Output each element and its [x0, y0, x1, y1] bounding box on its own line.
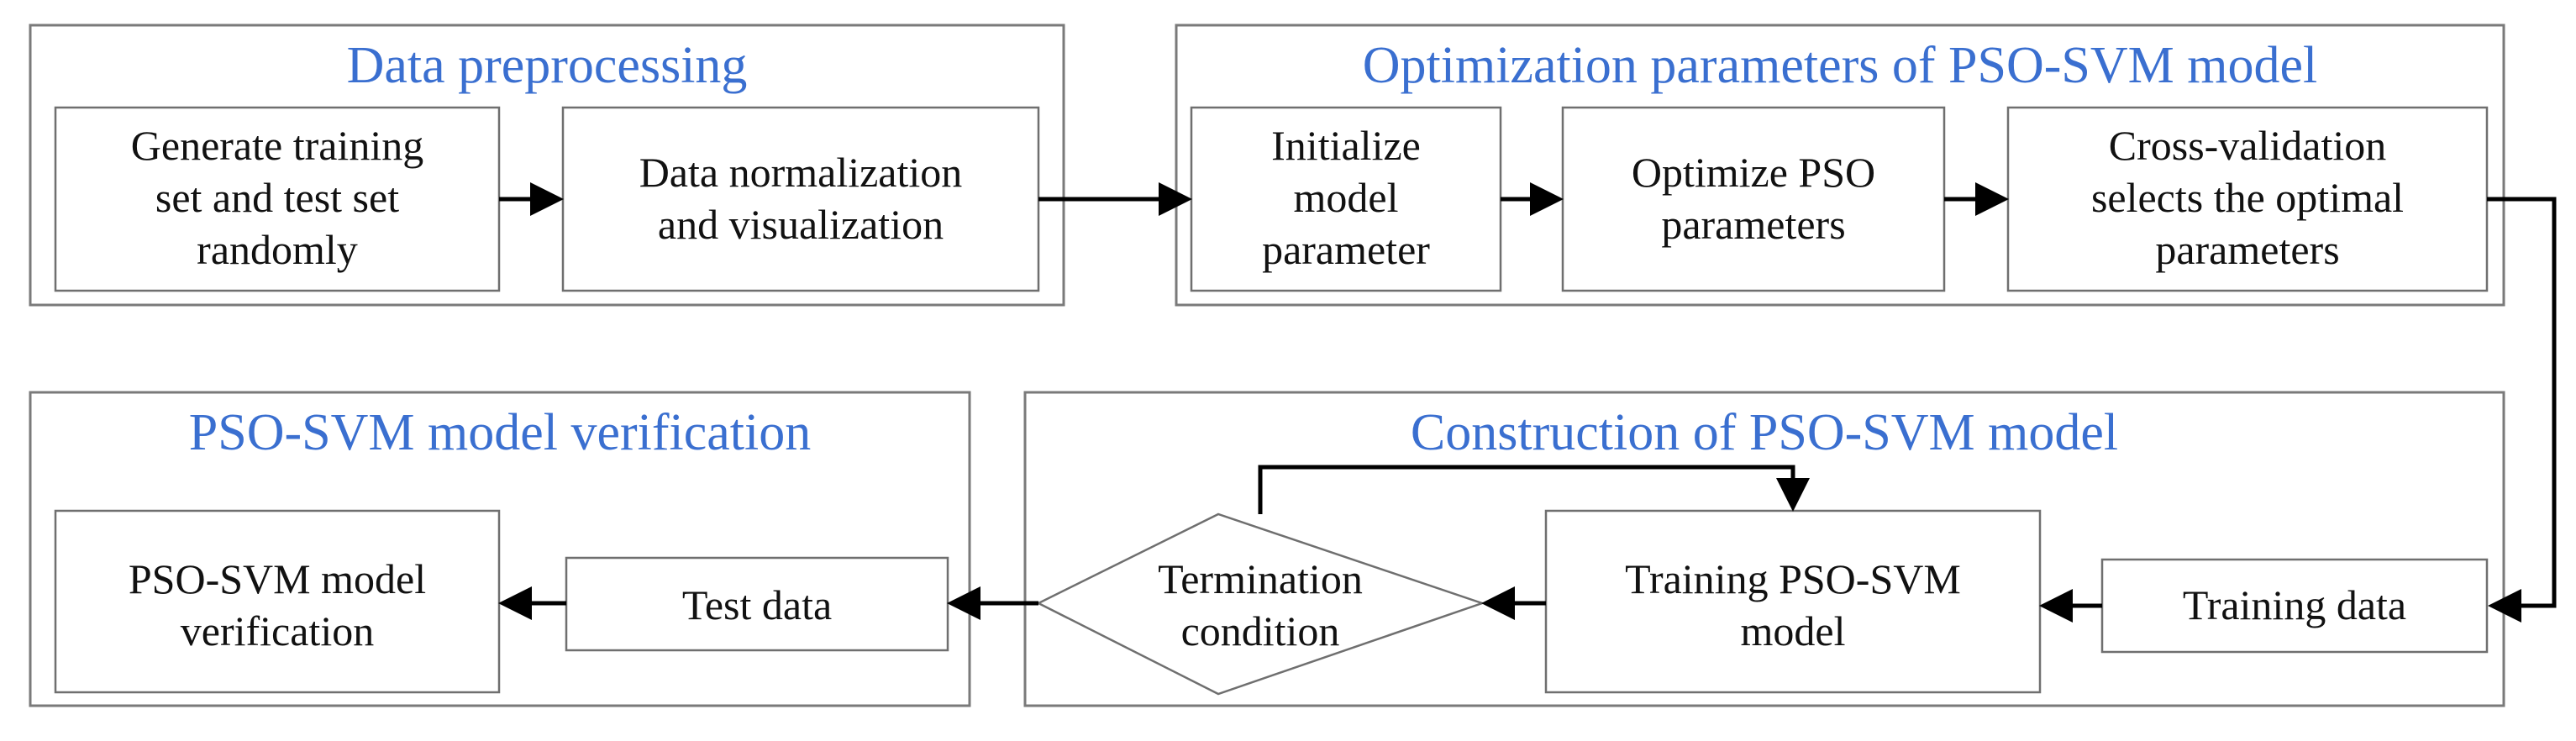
- edge-termination-loop-to-model: [1258, 465, 1810, 514]
- node-initialize-line-2: model: [1294, 174, 1399, 221]
- node-generate-sets-line-3: randomly: [197, 226, 358, 273]
- node-training-model-line-2: model: [1741, 607, 1846, 654]
- node-verification-line-1: PSO-SVM model: [129, 555, 426, 602]
- group-optimization-title: Optimization parameters of PSO-SVM model: [1363, 37, 2318, 94]
- node-optimize-pso-line-1: Optimize PSO: [1632, 149, 1875, 196]
- node-cross-validation: [2006, 106, 2489, 292]
- node-generate-sets-line-1: Generate training: [131, 122, 423, 169]
- node-normalization: [561, 106, 1040, 292]
- node-training-model-line-1: Training PSO-SVM: [1625, 555, 1961, 602]
- node-termination-line-2: condition: [1181, 607, 1340, 654]
- node-termination-line-1: Termination: [1158, 555, 1363, 602]
- node-optimize-pso: [1561, 106, 1946, 292]
- node-optimize-pso-line-2: parameters: [1661, 201, 1845, 248]
- group-verification-title: PSO-SVM model verification: [189, 404, 812, 461]
- node-cross-validation-line-1: Cross-validation: [2109, 122, 2387, 169]
- node-generate-sets-line-2: set and test set: [155, 174, 399, 221]
- node-initialize-line-1: Initialize: [1271, 122, 1421, 169]
- node-test-data-line-1: Test data: [682, 581, 832, 628]
- node-verification: [54, 509, 501, 694]
- node-verification-line-2: verification: [181, 607, 374, 654]
- node-cross-validation-line-2: selects the optimal: [2091, 174, 2404, 221]
- node-initialize-line-3: parameter: [1262, 226, 1430, 273]
- node-normalization-line-2: and visualization: [658, 201, 944, 248]
- group-preprocessing-title: Data preprocessing: [347, 37, 748, 94]
- node-training-data-line-1: Training data: [2183, 581, 2406, 628]
- edge-crossval-to-training-data: [2487, 197, 2557, 623]
- group-construction-title: Construction of PSO-SVM model: [1411, 404, 2118, 461]
- node-normalization-line-1: Data normalization: [639, 149, 963, 196]
- node-initialize: [1190, 106, 1502, 292]
- node-training-data: [2100, 558, 2489, 654]
- node-cross-validation-line-3: parameters: [2155, 226, 2339, 273]
- node-generate-sets: [54, 106, 501, 292]
